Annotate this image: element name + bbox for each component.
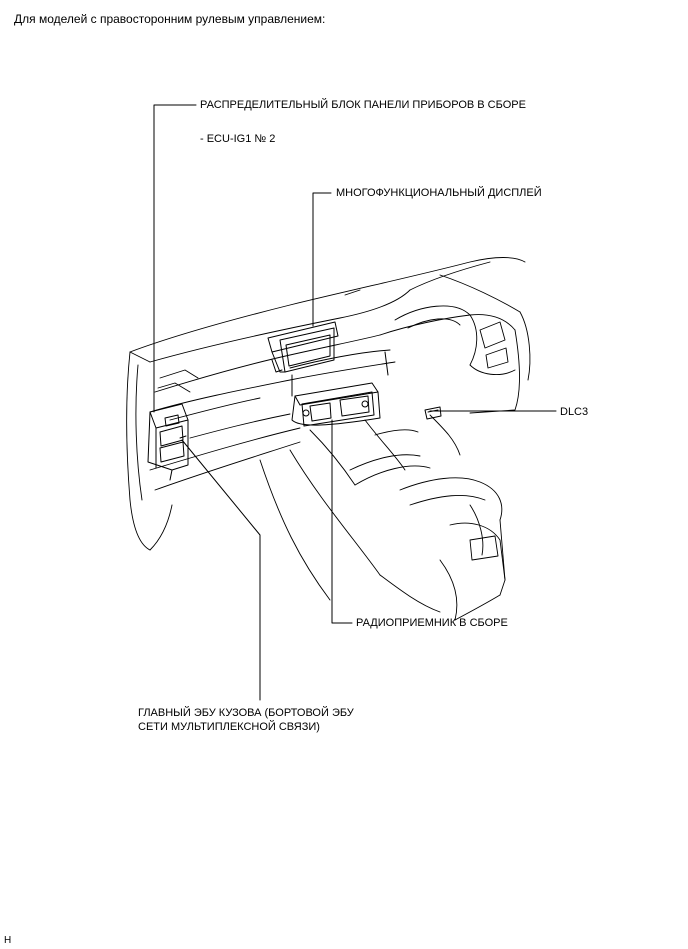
leader-junction-block — [153, 104, 197, 413]
label-fuse-note: - ECU-IG1 № 2 — [200, 133, 276, 145]
leader-radio — [331, 419, 353, 624]
label-instrument-panel-junction-block: РАСПРЕДЕЛИТЕЛЬНЫЙ БЛОК ПАНЕЛИ ПРИБОРОВ В… — [200, 99, 526, 111]
label-main-body-ecu-line2: СЕТИ МУЛЬТИПЛЕКСНОЙ СВЯЗИ) — [138, 721, 320, 733]
multi-display-unit — [267, 321, 339, 373]
page-title: Для моделей с правосторонним рулевым упр… — [14, 12, 326, 26]
label-radio-receiver: РАДИОПРИЕМНИК В СБОРЕ — [356, 617, 508, 629]
dashboard-outline — [126, 257, 531, 621]
label-main-body-ecu-line1: ГЛАВНЫЙ ЭБУ КУЗОВА (БОРТОВОЙ ЭБУ — [138, 707, 354, 719]
junction-block-unit — [147, 403, 189, 481]
leader-body-ecu — [181, 439, 261, 701]
figure-code: H — [4, 935, 12, 946]
label-multi-display: МНОГОФУНКЦИОНАЛЬНЫЙ ДИСПЛЕЙ — [336, 187, 542, 199]
radio-receiver-unit — [289, 349, 391, 427]
dlc3-connector — [424, 406, 442, 420]
label-dlc3: DLC3 — [560, 406, 589, 418]
leader-multi-display — [312, 192, 332, 327]
